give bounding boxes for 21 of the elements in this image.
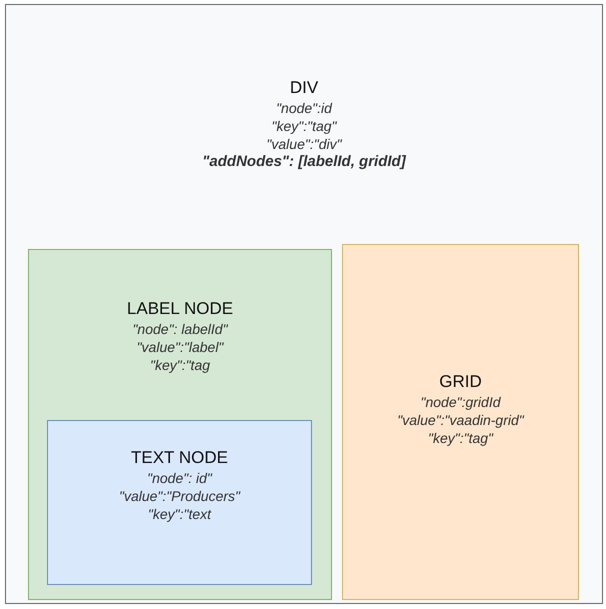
property-text: "value":"vaadin-grid" <box>396 411 526 429</box>
node-title: TEXT NODE <box>130 447 229 469</box>
property-text: "addNodes": [labelId, gridId] <box>201 153 408 171</box>
property-text: "value":"Producers" <box>118 487 242 505</box>
property-text: "key":"tag <box>148 356 212 374</box>
property-text: "node": labelId" <box>131 320 229 338</box>
node-title: DIV <box>288 77 320 99</box>
nested-box <box>28 249 332 600</box>
property-text: "value":"label" <box>136 338 225 356</box>
property-text: "key":"tag" <box>426 429 494 447</box>
property-text: "key":"tag" <box>270 117 338 135</box>
side-box <box>342 244 579 600</box>
inner-box <box>47 420 312 585</box>
property-text: "node":gridId <box>420 393 502 411</box>
property-text: "node": id" <box>146 469 214 487</box>
property-text: "key":"text <box>146 505 212 523</box>
property-text: "node":id <box>275 99 334 117</box>
node-title: LABEL NODE <box>126 298 234 320</box>
property-text: "value":"div" <box>265 135 343 153</box>
container-box <box>5 4 603 604</box>
node-title: GRID <box>438 371 483 393</box>
